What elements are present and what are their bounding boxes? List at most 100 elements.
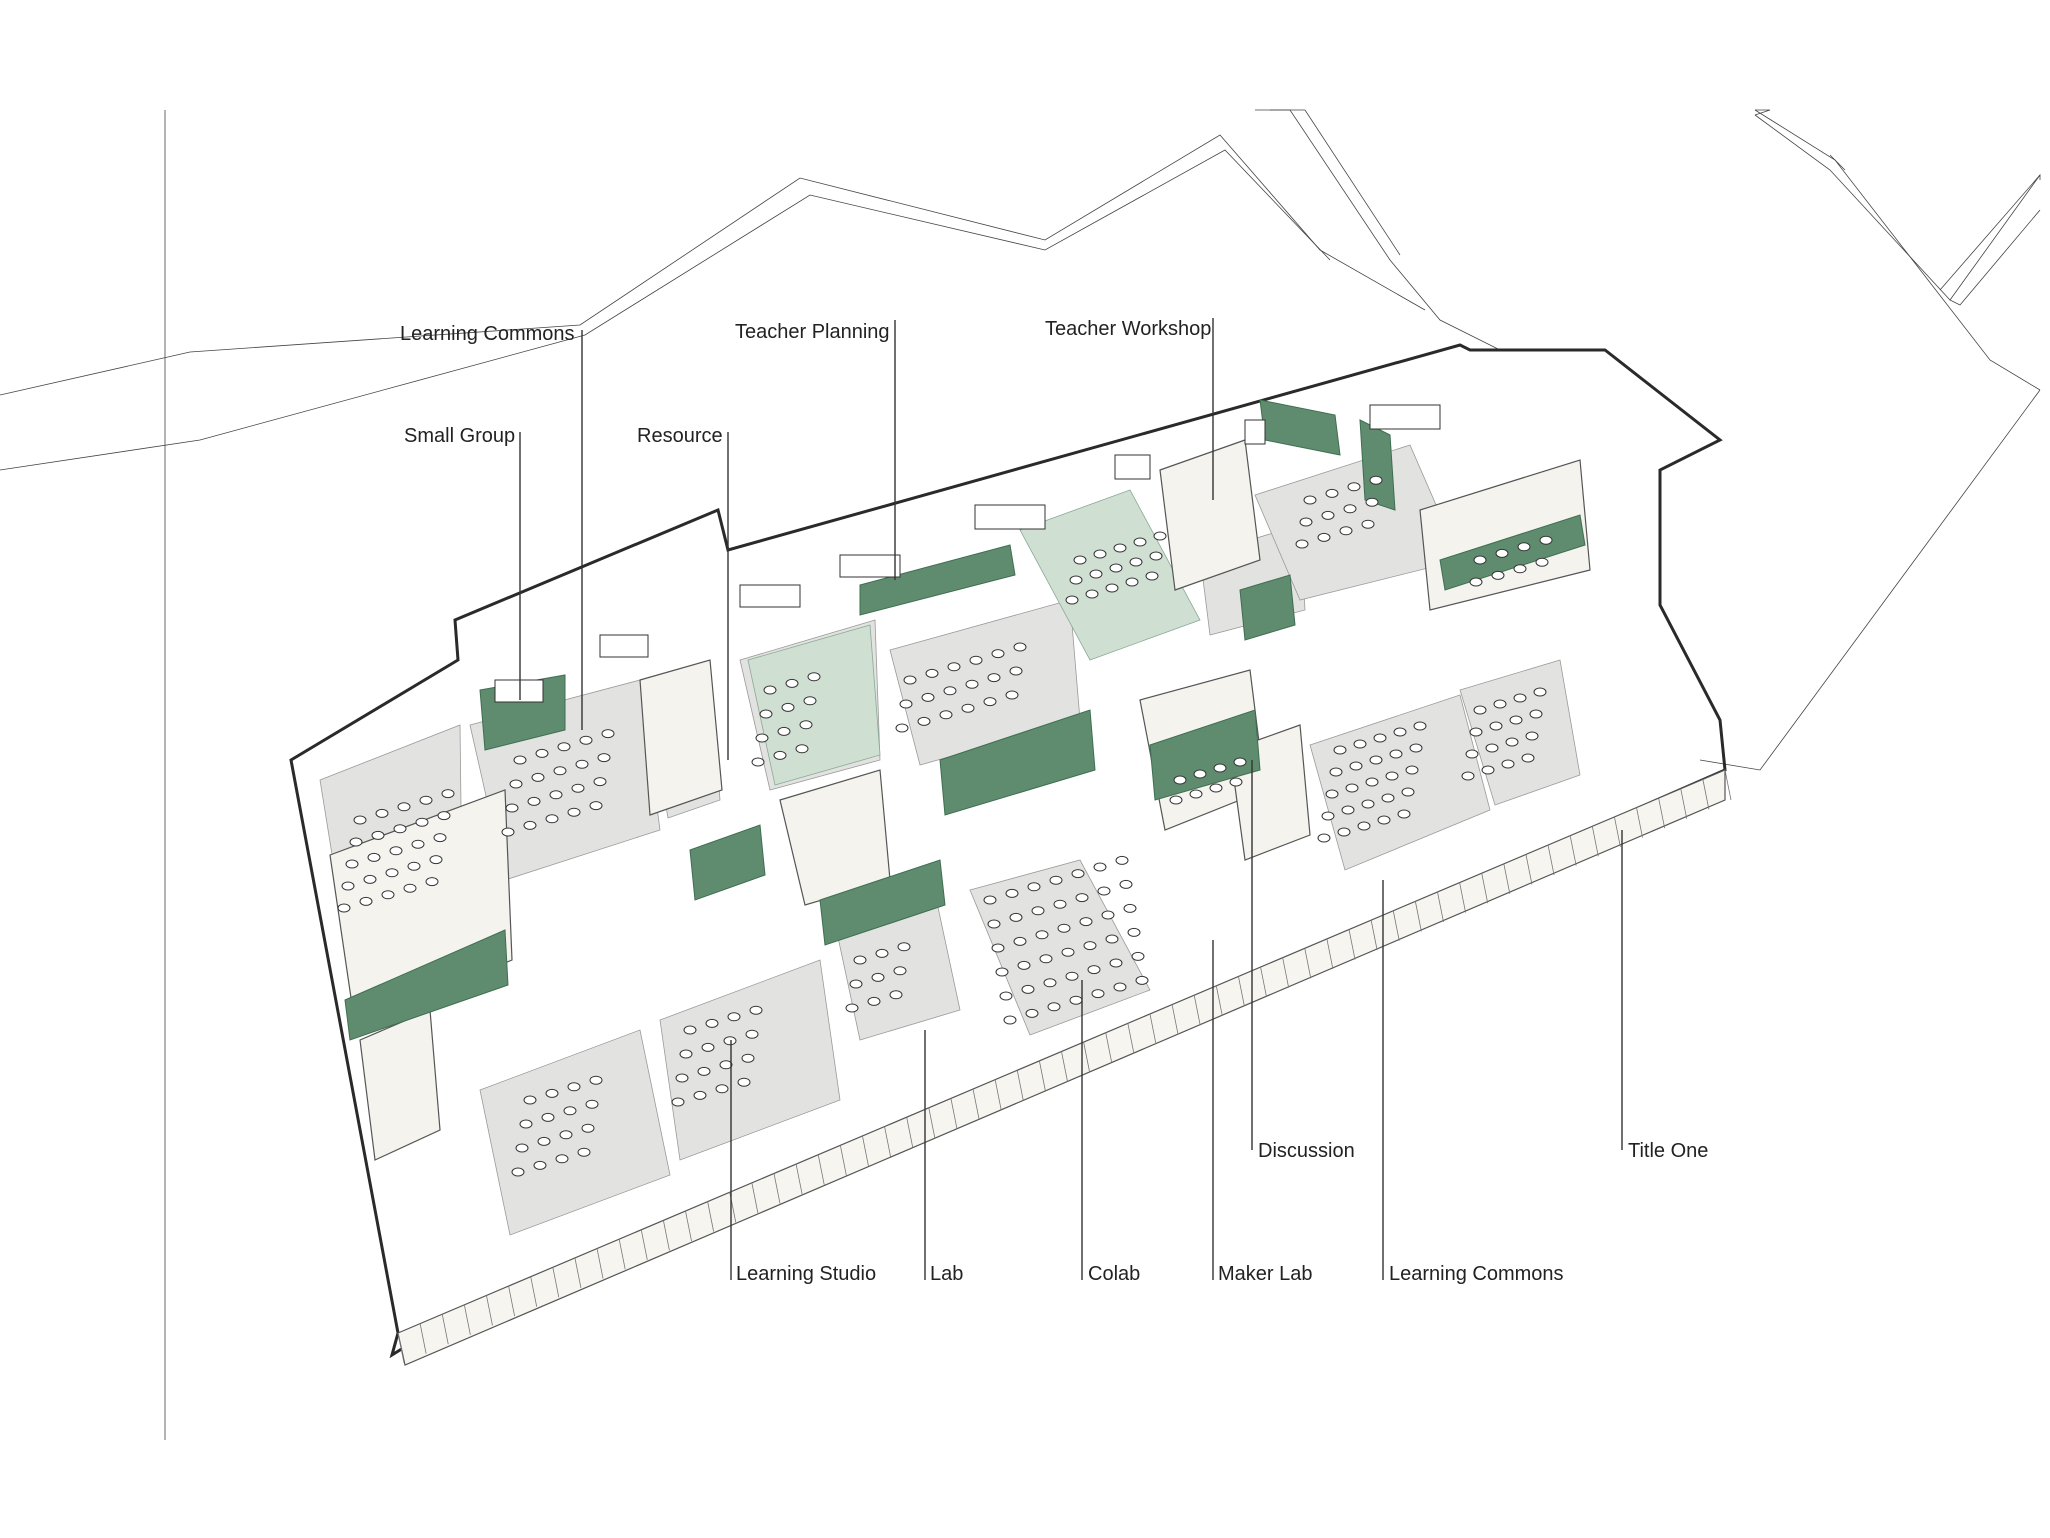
seat	[1025, 1008, 1039, 1018]
seat	[519, 1119, 533, 1129]
seat	[1491, 570, 1505, 580]
seat	[1317, 532, 1331, 542]
seat	[897, 942, 911, 952]
label-learning-commons-bottom: Learning Commons	[1389, 1263, 1564, 1285]
seat	[853, 955, 867, 965]
mullion	[1614, 816, 1621, 847]
seat	[1357, 821, 1371, 831]
seat	[549, 790, 563, 800]
seat	[803, 696, 817, 706]
seat	[1135, 975, 1149, 985]
seat	[523, 820, 537, 830]
mullion	[618, 1239, 626, 1270]
mullion	[1569, 835, 1577, 866]
seat	[1031, 906, 1045, 916]
seat	[593, 777, 607, 787]
seat	[845, 1003, 859, 1013]
seat	[683, 1025, 697, 1035]
seat	[1377, 815, 1391, 825]
seat	[947, 662, 961, 672]
seat	[987, 919, 1001, 929]
mullion	[486, 1295, 493, 1326]
seat	[1093, 862, 1107, 872]
mullion	[463, 1304, 471, 1335]
seat	[965, 679, 979, 689]
seat	[505, 803, 519, 813]
mullion	[419, 1323, 427, 1354]
seat	[1005, 888, 1019, 898]
seat	[359, 896, 373, 906]
seat	[1349, 761, 1363, 771]
seat	[1003, 1015, 1017, 1025]
seat	[527, 796, 541, 806]
label-title-one: Title One	[1628, 1140, 1708, 1162]
seat	[345, 859, 359, 869]
seat	[425, 877, 439, 887]
seat	[1065, 595, 1079, 605]
seat	[1109, 958, 1123, 968]
seat	[1365, 497, 1379, 507]
mullion	[1481, 873, 1489, 904]
seat	[523, 1095, 537, 1105]
seat	[991, 943, 1005, 953]
seat	[763, 685, 777, 695]
seat	[1005, 690, 1019, 700]
mullion	[1658, 798, 1666, 829]
seat	[1209, 783, 1223, 793]
seat	[1091, 989, 1105, 999]
seat	[799, 720, 813, 730]
seat	[1127, 927, 1141, 937]
seat	[403, 883, 417, 893]
seat	[1353, 739, 1367, 749]
seat	[511, 1167, 525, 1177]
mullion	[707, 1201, 715, 1232]
seat	[1339, 526, 1353, 536]
seat	[1513, 693, 1527, 703]
label-teacher-workshop: Teacher Workshop	[1045, 318, 1211, 340]
seat	[749, 1005, 763, 1015]
label-colab: Colab	[1088, 1263, 1140, 1285]
seat	[397, 802, 411, 812]
leader-lines	[519, 318, 1623, 1280]
seat	[1533, 687, 1547, 697]
seat	[1053, 899, 1067, 909]
seat	[871, 972, 885, 982]
seat	[1129, 557, 1143, 567]
seat	[773, 750, 787, 760]
seat	[1027, 882, 1041, 892]
seat	[1325, 789, 1339, 799]
seat	[675, 1073, 689, 1083]
seat	[969, 655, 983, 665]
seat	[1173, 775, 1187, 785]
seat	[1389, 749, 1403, 759]
mullion	[751, 1182, 759, 1213]
mullion	[1680, 788, 1688, 819]
seat	[1535, 557, 1549, 567]
seat	[1295, 539, 1309, 549]
seat	[715, 1084, 729, 1094]
seat	[849, 979, 863, 989]
room-labels: Learning Commons Small Group Resource Te…	[400, 318, 1708, 1285]
seat	[1075, 893, 1089, 903]
mullion	[1127, 1023, 1135, 1054]
seat	[419, 795, 433, 805]
seat	[679, 1049, 693, 1059]
seat	[541, 1112, 555, 1122]
seat	[1509, 715, 1523, 725]
seat	[1361, 519, 1375, 529]
seat	[1035, 930, 1049, 940]
mullion	[1547, 844, 1555, 876]
seat	[535, 748, 549, 758]
seat	[785, 678, 799, 688]
seat	[1149, 551, 1163, 561]
seat	[1373, 733, 1387, 743]
label-maker-lab: Maker Lab	[1218, 1263, 1313, 1285]
seat	[571, 783, 585, 793]
seat	[903, 675, 917, 685]
seat	[1073, 555, 1087, 565]
mullion	[1304, 948, 1312, 979]
seat	[1133, 537, 1147, 547]
seat	[1333, 745, 1347, 755]
seat	[337, 903, 351, 913]
seat	[1115, 855, 1129, 865]
